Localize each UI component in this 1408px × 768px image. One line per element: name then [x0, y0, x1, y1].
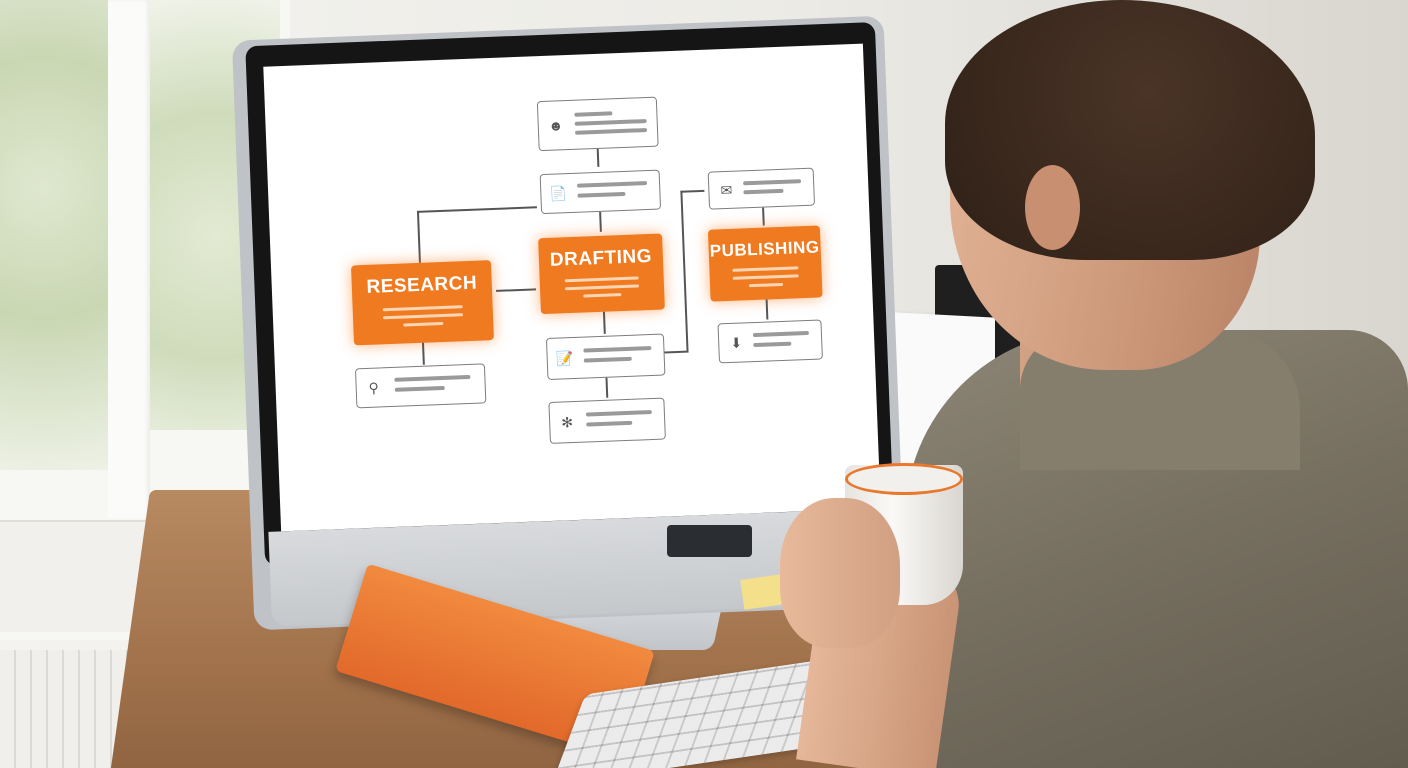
connector	[664, 350, 687, 354]
placeholder-line	[577, 191, 626, 198]
placeholder-line	[732, 266, 799, 272]
profile-node: ☻	[536, 96, 659, 152]
document-node: 📄	[539, 169, 662, 215]
mail-node: ✉	[707, 167, 816, 210]
drafting-stage: DRAFTING	[538, 233, 665, 315]
placeholder-line	[586, 420, 633, 427]
placeholder-line	[574, 111, 613, 117]
placeholder-line	[564, 284, 640, 291]
placeholder-line	[743, 188, 784, 195]
connector	[765, 299, 769, 320]
placeholder-line	[749, 282, 784, 288]
placeholder-line	[382, 313, 464, 320]
placeholder-line	[743, 179, 802, 186]
placeholder-line	[577, 181, 648, 188]
placeholder-line	[382, 305, 463, 312]
placeholder-line	[564, 276, 639, 283]
connector	[596, 148, 600, 167]
placeholder-line	[732, 274, 799, 280]
placeholder-line	[583, 345, 652, 353]
connector	[496, 288, 537, 292]
connector	[602, 311, 606, 334]
connector	[605, 377, 609, 398]
connector	[416, 206, 537, 213]
research-stage: RESEARCH	[350, 260, 494, 346]
search-node: ⚲	[354, 363, 487, 409]
document-icon: 📄	[549, 184, 568, 202]
publishing-label: PUBLISHING	[709, 237, 820, 261]
network-node: ✻	[548, 397, 666, 444]
network-icon: ✻	[560, 413, 574, 431]
connector	[599, 211, 602, 232]
placeholder-line	[394, 385, 445, 392]
window-mullion	[108, 0, 150, 520]
drafting-label: DRAFTING	[549, 245, 653, 271]
connector	[422, 342, 425, 365]
person-ear	[1025, 165, 1080, 250]
placeholder-line	[403, 321, 444, 327]
person-hand	[780, 498, 900, 648]
placeholder-line	[752, 330, 809, 338]
magnifier-icon: ⚲	[368, 378, 380, 396]
notes-node: 📝	[545, 333, 666, 381]
mug-rim	[845, 463, 963, 495]
person-hair	[945, 0, 1315, 260]
placeholder-line	[753, 341, 792, 348]
connector	[416, 210, 421, 263]
download-tray-icon: ⬇	[730, 334, 743, 351]
placeholder-line	[574, 128, 648, 135]
placeholder-line	[394, 374, 471, 382]
notes-icon: 📝	[555, 349, 574, 367]
connector	[762, 207, 765, 226]
connector	[680, 190, 689, 353]
plant-pot	[667, 525, 752, 557]
research-label: RESEARCH	[366, 272, 478, 298]
placeholder-line	[583, 293, 622, 298]
connector	[680, 189, 705, 193]
window-pane-left	[0, 0, 108, 470]
monitor-screen: ☻ 📄 RESEARCH DRAFTING	[263, 43, 881, 532]
placeholder-line	[583, 356, 632, 363]
user-icon: ☻	[548, 117, 564, 134]
placeholder-line	[574, 119, 647, 126]
placeholder-line	[585, 410, 652, 417]
publishing-stage: PUBLISHING	[707, 225, 823, 302]
envelope-icon: ✉	[720, 181, 733, 198]
download-node: ⬇	[717, 319, 823, 364]
